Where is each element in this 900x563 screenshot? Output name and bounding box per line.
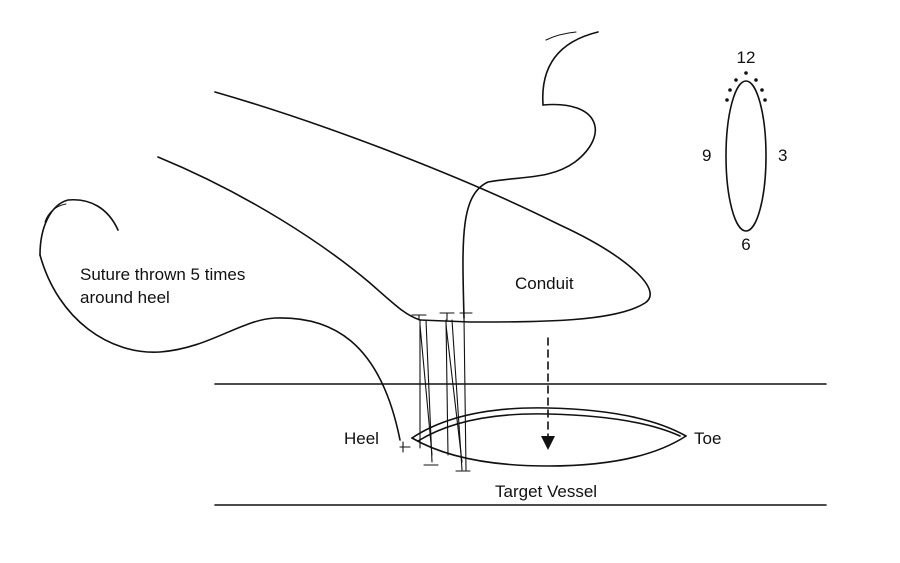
left-suture-needle [39,198,401,441]
clock-label-12: 12 [737,48,756,67]
conduit-label: Conduit [515,274,574,293]
clock-dot [760,88,764,92]
suture-note-line1: Suture thrown 5 times [80,265,245,284]
target-vessel-label: Target Vessel [495,482,597,501]
conduit-graft [157,91,651,323]
clock-dot [744,71,748,75]
clock-dot [725,98,729,102]
heel-suture-loops [399,312,473,472]
toe-label: Toe [694,429,721,448]
clock-dot [763,98,767,102]
clock-label-9: 9 [702,146,711,165]
clock-label-6: 6 [741,235,750,254]
upper-suture-needle [462,31,599,319]
heel-label: Heel [344,429,379,448]
clock-dot [728,88,732,92]
orientation-clock: 12 3 9 6 [702,48,787,254]
clock-dot [754,78,758,82]
clock-dot [734,78,738,82]
suture-note-line2: around heel [80,288,170,307]
clock-label-3: 3 [778,146,787,165]
placement-arrow [541,337,555,450]
